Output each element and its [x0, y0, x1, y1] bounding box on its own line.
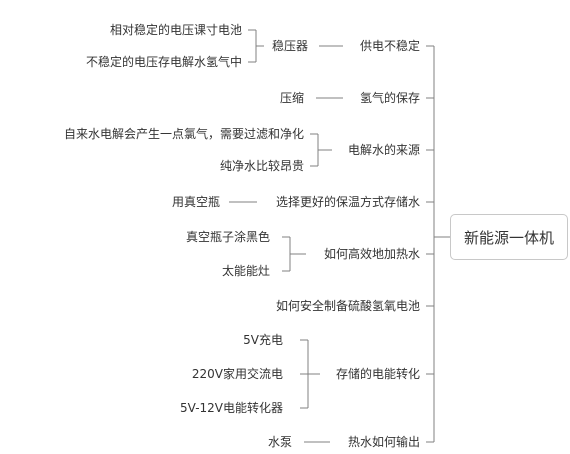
connector-branch-3 [310, 133, 332, 167]
node-black-coated-bottle[interactable]: 真空瓶子涂黑色 [185, 230, 270, 244]
node-5v-12v-converter[interactable]: 5V-12V电能转化器 [180, 401, 283, 415]
node-unstable-voltage-hydrogen[interactable]: 不稳定的电压存电解水氢气中 [85, 55, 242, 69]
branch-electrolysis-water-source[interactable]: 电解水的来源 [347, 143, 420, 157]
branch-battery-preparation[interactable]: 如何安全制备硫酸氢氧电池 [275, 299, 420, 313]
node-vacuum-bottle[interactable]: 用真空瓶 [171, 195, 220, 209]
branch-water-insulation[interactable]: 选择更好的保温方式存储水 [275, 195, 420, 209]
node-tap-water-chlorine[interactable]: 自来水电解会产生一点氯气，需要过滤和净化 [63, 127, 304, 141]
root-node[interactable]: 新能源一体机 [450, 214, 568, 260]
node-5v-charging[interactable]: 5V充电 [243, 333, 283, 347]
branch-hot-water-output[interactable]: 热水如何输出 [347, 435, 420, 449]
node-220v-household-ac[interactable]: 220V家用交流电 [191, 367, 283, 381]
branch-energy-conversion[interactable]: 存储的电能转化 [335, 367, 420, 381]
branch-power-unstable[interactable]: 供电不稳定 [359, 39, 420, 53]
node-stable-voltage-battery[interactable]: 相对稳定的电压课寸电池 [109, 23, 242, 37]
connector-root-spine [426, 45, 450, 443]
connector-branch-7 [300, 339, 320, 409]
node-voltage-regulator[interactable]: 稳压器 [271, 39, 308, 53]
connector-branch-5 [282, 236, 306, 272]
node-compression[interactable]: 压缩 [279, 91, 304, 105]
root-node-label: 新能源一体机 [463, 228, 554, 247]
branch-hydrogen-storage[interactable]: 氢气的保存 [359, 91, 420, 105]
branch-efficient-heating[interactable]: 如何高效地加热水 [323, 247, 420, 261]
node-pure-water-expensive[interactable]: 纯净水比较昂贵 [219, 159, 304, 173]
node-solar-cooker[interactable]: 太能能灶 [221, 264, 270, 278]
connector-regulator [248, 29, 264, 63]
node-water-pump[interactable]: 水泵 [267, 435, 292, 449]
